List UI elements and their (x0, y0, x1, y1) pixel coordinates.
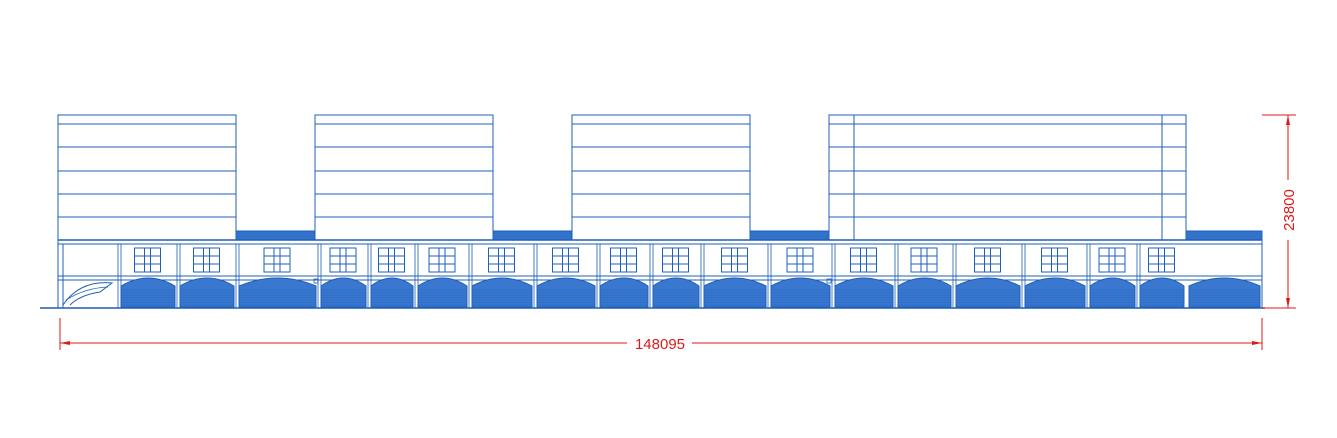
overall-width-label: 148095 (635, 336, 685, 353)
bay-column (596, 243, 601, 309)
bay-column (649, 243, 654, 309)
bay-column (894, 243, 899, 309)
overall-height-label: 23800 (1281, 189, 1298, 231)
bay-window (662, 247, 689, 273)
bay-column (767, 243, 772, 309)
bay-column (367, 243, 372, 309)
bay-column (1136, 243, 1141, 309)
bay-column (1086, 243, 1091, 309)
bay-window (428, 247, 456, 273)
tower-outline (57, 114, 237, 241)
entrance-ramp-detail (65, 286, 109, 301)
column-marker (826, 278, 832, 284)
bay-window (329, 247, 357, 273)
bay-window (134, 247, 161, 273)
bay-window (610, 247, 637, 273)
bay-window (1041, 247, 1068, 273)
height-arrow-bottom (1286, 298, 1290, 308)
width-arrow-left (60, 341, 70, 345)
bay-window (263, 247, 291, 273)
bay-column (831, 243, 836, 309)
bay-window (974, 247, 1001, 273)
height-arrow-top (1286, 115, 1290, 125)
bay-column (1021, 243, 1026, 309)
bay-window (910, 247, 938, 273)
tower-outline (314, 114, 494, 241)
bay-column (235, 243, 240, 309)
bay-window (1098, 247, 1126, 273)
bay-column (952, 243, 957, 309)
building-elevation (40, 114, 1265, 309)
bay-window (488, 247, 515, 273)
bay-window (850, 247, 877, 273)
bay-window (552, 247, 579, 273)
tower-outline (828, 114, 1187, 241)
column-marker (313, 278, 319, 284)
bay-window (193, 247, 220, 273)
bay-column (533, 243, 538, 309)
bay-window (1148, 247, 1175, 273)
bay-column (700, 243, 705, 309)
bay-column (317, 243, 322, 309)
dimension-annotations: 148095 23800 (59, 114, 1298, 353)
bay-window (378, 247, 405, 273)
bay-window (786, 247, 814, 273)
bay-window (721, 247, 748, 273)
bay-column (468, 243, 473, 309)
bay-column (414, 243, 419, 309)
width-arrow-right (1252, 341, 1262, 345)
tower-outline (571, 114, 751, 241)
bay-column (176, 243, 181, 309)
entrance-ramp (62, 282, 114, 306)
bay-column (117, 243, 122, 309)
